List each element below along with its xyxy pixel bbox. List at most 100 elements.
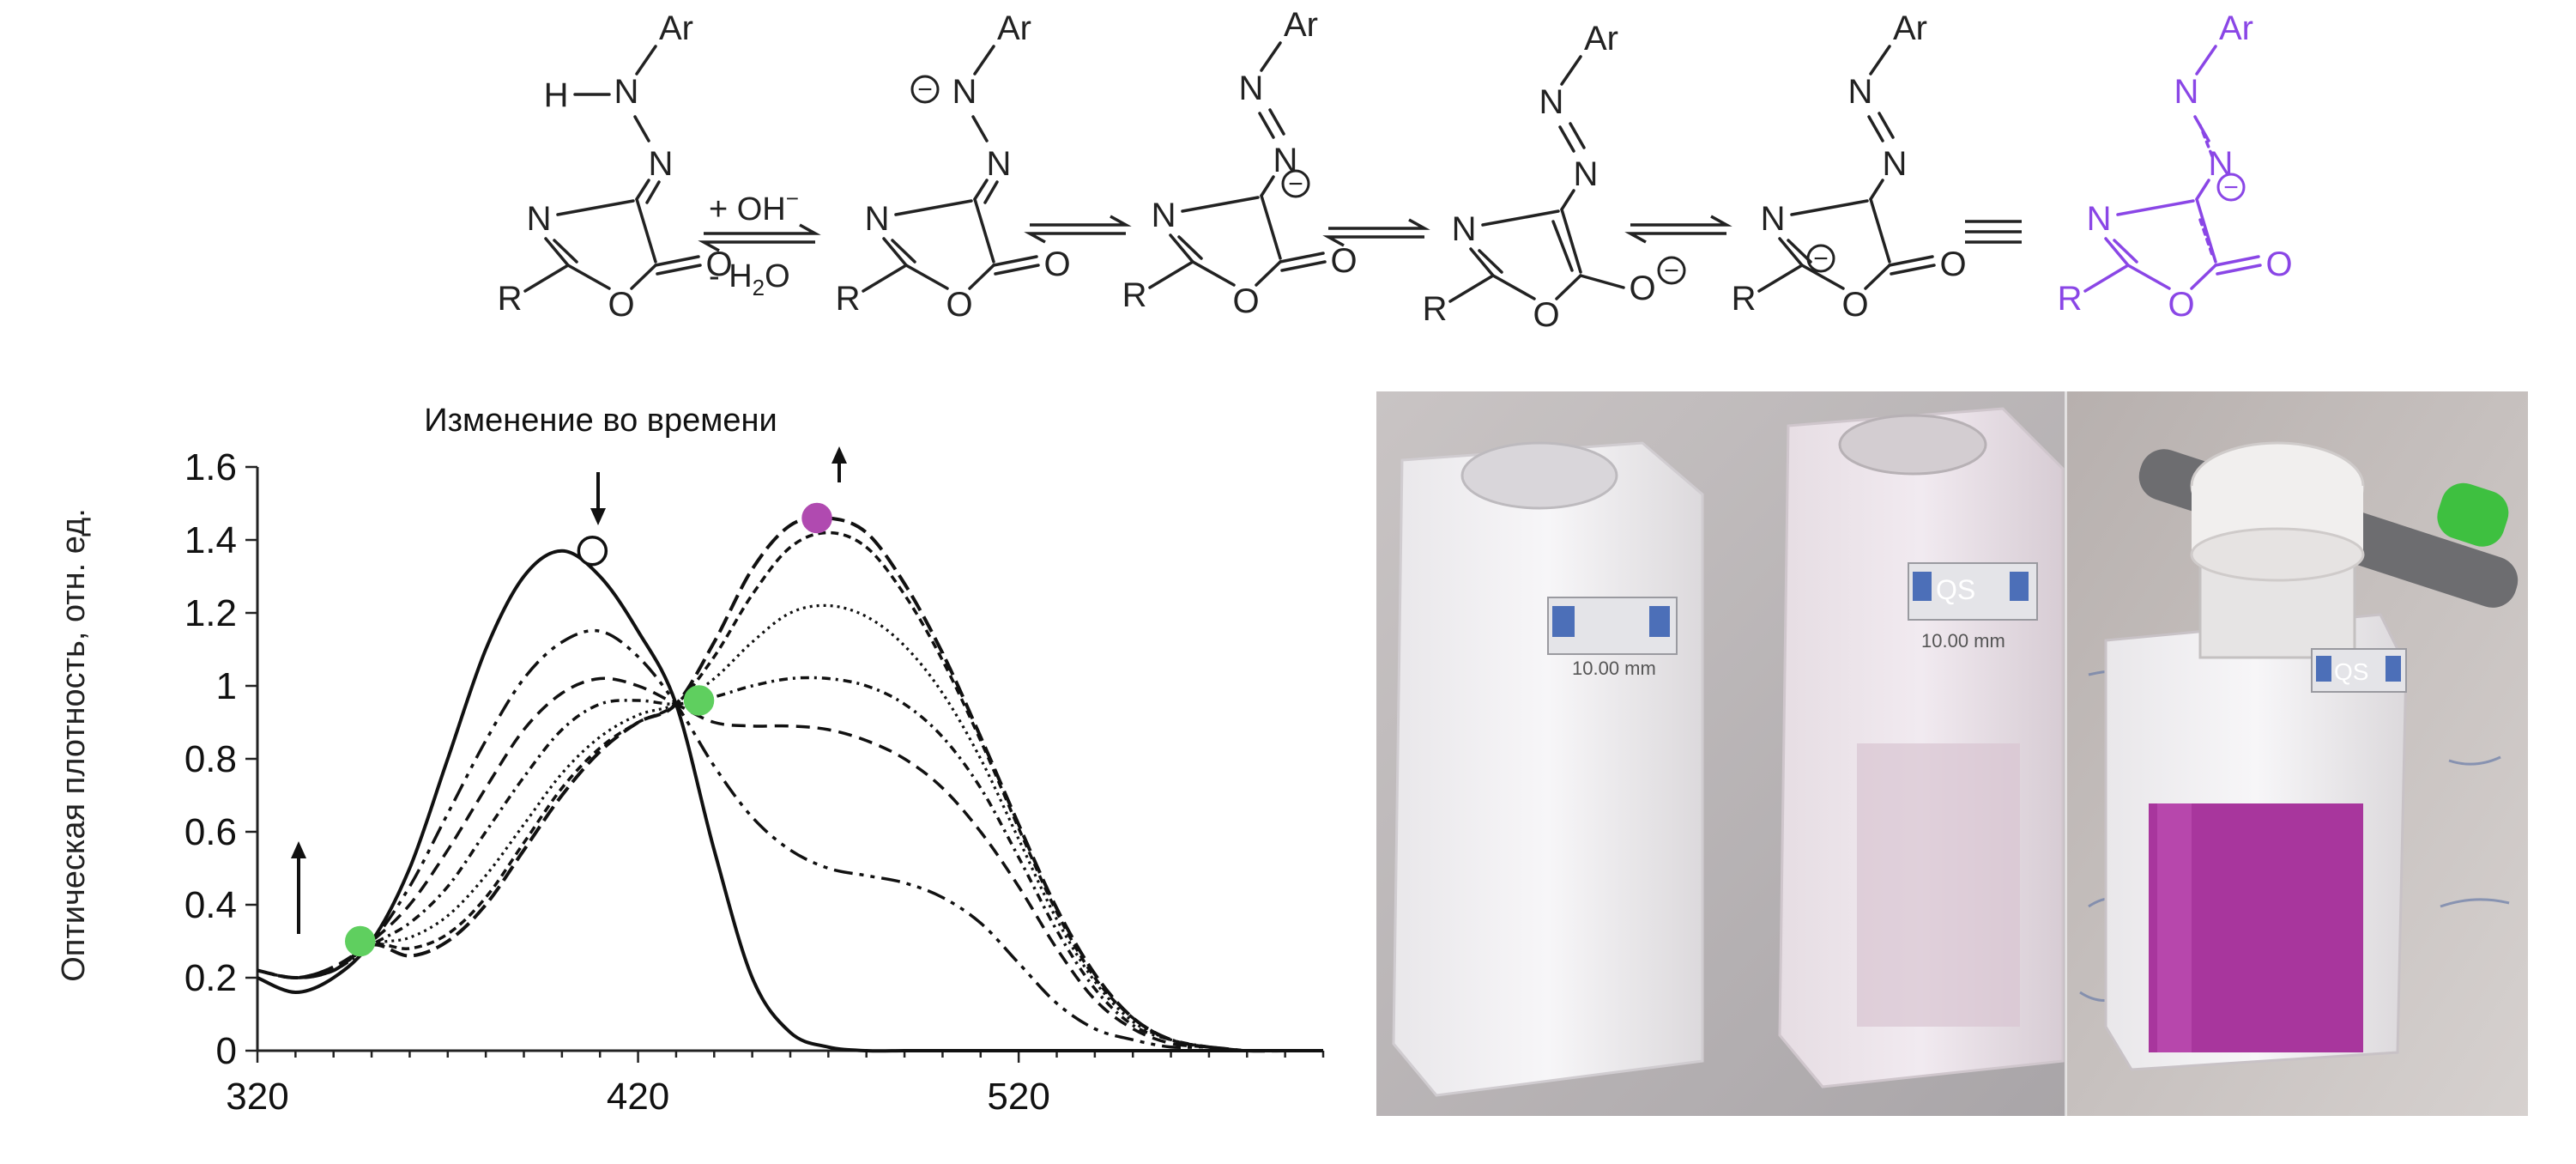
cuvette-photos: 10.00 mm QS 10.00 mm QS bbox=[1376, 391, 2528, 1116]
atom-label: N bbox=[1452, 210, 1477, 248]
reaction-scheme: NORONNArHNORONNAr−NORONNAr−NORO−NNArNORO… bbox=[498, 6, 2293, 334]
atom-label: O bbox=[2265, 246, 2292, 283]
atom-label: O bbox=[1629, 270, 1655, 307]
atom-label: N bbox=[1848, 73, 1873, 111]
reverse-arrow-1 bbox=[698, 240, 815, 252]
charge-circle-icon bbox=[910, 75, 940, 104]
atom-label: N bbox=[987, 145, 1012, 183]
annotation-label: Изменение во времени bbox=[424, 403, 777, 439]
trend-arrows bbox=[291, 446, 847, 934]
atom-label: O bbox=[1043, 246, 1070, 283]
atom-label: N bbox=[1152, 197, 1176, 234]
atom-label: R bbox=[1122, 276, 1147, 314]
forward-arrow-3 bbox=[1328, 218, 1430, 230]
atom-label: N bbox=[865, 200, 890, 238]
atom-label: Ar bbox=[659, 9, 693, 47]
atom-label: N bbox=[614, 73, 639, 111]
forward-arrow-1 bbox=[704, 223, 821, 235]
atom-label: N bbox=[649, 145, 674, 183]
atom-label: O bbox=[1841, 286, 1868, 324]
forward-arrow-4 bbox=[1630, 215, 1732, 227]
series-line-2 bbox=[257, 628, 1323, 1053]
atom-label: N bbox=[2209, 145, 2234, 183]
reagent-top: + OH− bbox=[709, 185, 799, 227]
atom-label: H bbox=[544, 76, 569, 114]
atom-label: N bbox=[952, 73, 977, 111]
scheme-structures: NORONNArHNORONNAr−NORONNAr−NORO−NNArNORO… bbox=[498, 6, 2293, 334]
absorption-chart: Оптическая плотность, отн. ед. Изменение… bbox=[56, 403, 1325, 1118]
series-line-3 bbox=[257, 676, 1323, 1053]
atom-label: O bbox=[946, 286, 972, 324]
atom-label: N bbox=[1539, 83, 1564, 121]
charge-minus: − bbox=[1288, 170, 1303, 198]
atom-label: O bbox=[1232, 282, 1259, 320]
atom-label: O bbox=[1533, 296, 1559, 334]
y-tick-label: 0 bbox=[216, 1030, 237, 1072]
atom-label: R bbox=[2058, 280, 2083, 318]
atom-label: Ar bbox=[2219, 9, 2253, 47]
equilibrium-arrows bbox=[698, 215, 2022, 252]
cuvette-magenta: QS bbox=[2104, 441, 2408, 1071]
reagent-bottom: - H2O bbox=[709, 258, 790, 300]
atom-label: N bbox=[527, 200, 552, 238]
marker-isosbestic-high bbox=[683, 685, 715, 716]
charge-minus: − bbox=[1664, 257, 1679, 285]
atom-label: R bbox=[1732, 280, 1757, 318]
reverse-arrow-4 bbox=[1624, 232, 1726, 244]
charge-circle-icon bbox=[2216, 173, 2246, 202]
atom-label: Ar bbox=[1284, 6, 1318, 44]
charge-circle-icon bbox=[1657, 256, 1686, 285]
marker-purple-peak bbox=[801, 502, 832, 534]
atom-label: R bbox=[498, 280, 523, 318]
atom-label: N bbox=[1761, 200, 1786, 238]
y-axis-label: Оптическая плотность, отн. ед. bbox=[56, 508, 92, 982]
atom-label: O bbox=[1330, 242, 1357, 280]
x-tick-label: 520 bbox=[987, 1076, 1049, 1118]
series-line-4 bbox=[257, 676, 1323, 1053]
atom-label: N bbox=[2174, 73, 2199, 111]
atom-label: O bbox=[705, 246, 732, 283]
y-tick-label: 1.4 bbox=[184, 519, 237, 561]
photo-separator bbox=[2065, 391, 2067, 1116]
charge-minus: − bbox=[917, 76, 933, 104]
y-tick-label: 1.6 bbox=[184, 446, 237, 488]
cuvette-light-label: QS bbox=[1936, 574, 1975, 605]
cuvette-empty: 10.00 mm bbox=[1392, 441, 1704, 1097]
charge-circle-icon bbox=[1281, 169, 1310, 198]
y-tick-label: 0.8 bbox=[184, 738, 237, 780]
y-tick-label: 0.4 bbox=[184, 884, 237, 926]
y-tick-label: 1.2 bbox=[184, 592, 237, 634]
y-tick-label: 0.6 bbox=[184, 811, 237, 853]
x-tick-label: 320 bbox=[226, 1076, 288, 1118]
series-line-5 bbox=[257, 603, 1323, 1052]
cuvette-empty-path-label: 10.00 mm bbox=[1572, 658, 1656, 679]
atom-label: N bbox=[1239, 70, 1264, 107]
atom-label: Ar bbox=[997, 9, 1031, 47]
atom-label: O bbox=[1939, 246, 1966, 283]
chart-markers bbox=[345, 502, 832, 957]
y-tick-label: 0.2 bbox=[184, 957, 237, 999]
charge-minus: − bbox=[2223, 173, 2239, 202]
cuvette-light-path-label: 10.00 mm bbox=[1921, 630, 2005, 652]
marker-open-circle bbox=[577, 536, 608, 567]
chart-series bbox=[257, 515, 1323, 1053]
reverse-arrow-3 bbox=[1322, 235, 1424, 247]
atom-label: O bbox=[2168, 286, 2194, 324]
y-tick-label: 1 bbox=[216, 665, 237, 707]
atom-label: Ar bbox=[1584, 20, 1618, 58]
marker-isosbestic-low bbox=[345, 925, 376, 957]
atom-label: Ar bbox=[1893, 9, 1927, 47]
atom-label: N bbox=[1574, 155, 1599, 193]
atom-label: R bbox=[1423, 290, 1448, 328]
forward-arrow-2 bbox=[1030, 215, 1132, 227]
cuvette-magenta-label: QS bbox=[2334, 658, 2368, 685]
reverse-arrow-2 bbox=[1024, 232, 1126, 244]
charge-minus: − bbox=[1813, 245, 1829, 273]
